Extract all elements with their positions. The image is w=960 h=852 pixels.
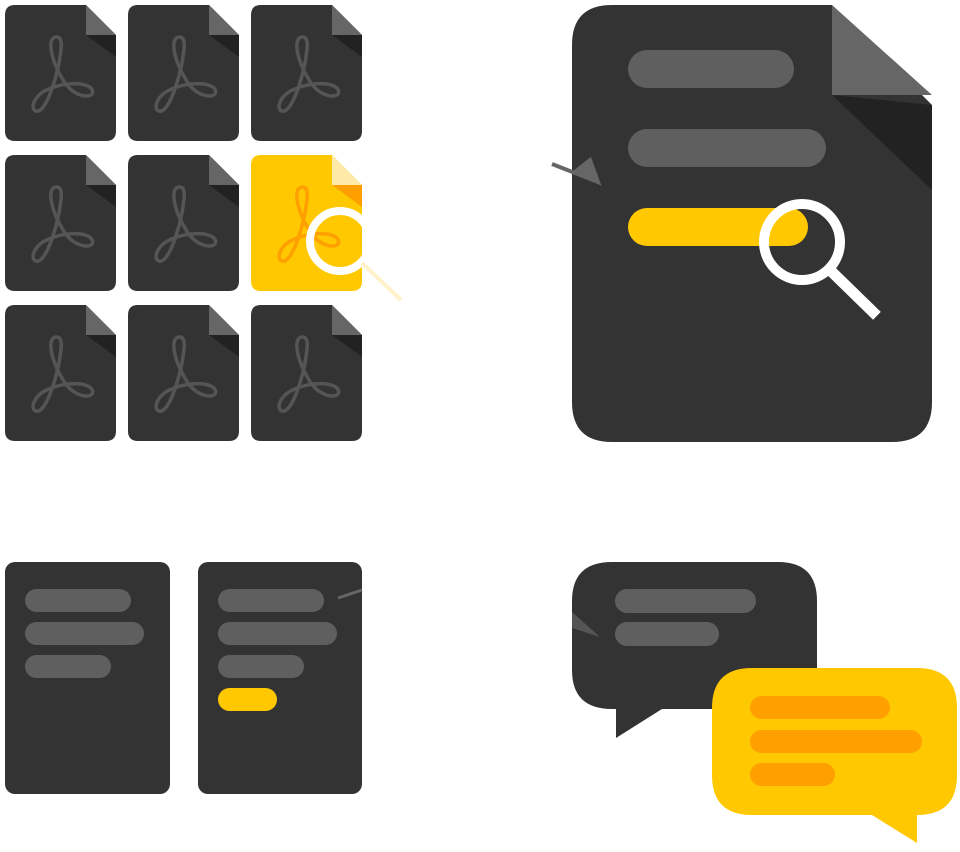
file-fold xyxy=(332,5,362,35)
front-bubble-line-2 xyxy=(750,730,922,753)
file-fold-shadow xyxy=(86,185,116,207)
file-fold-shadow xyxy=(209,185,239,207)
pdf-file-icon xyxy=(277,35,341,113)
pdf-file-icon xyxy=(154,335,218,413)
file-fold xyxy=(86,5,116,35)
pdf-file-icon xyxy=(31,335,95,413)
file-fold xyxy=(86,305,116,335)
file-fold xyxy=(209,305,239,335)
file-fold xyxy=(332,155,362,185)
pdf-file xyxy=(5,155,116,291)
document-line-1 xyxy=(628,50,794,88)
file-fold xyxy=(209,155,239,185)
magnifier-icon xyxy=(759,199,881,320)
right-page-line-highlighted xyxy=(218,688,277,711)
front-bubble-line-1 xyxy=(750,696,890,719)
file-fold-shadow xyxy=(209,335,239,357)
pdf-file-icon xyxy=(31,35,95,113)
pdf-file-highlighted xyxy=(251,155,403,302)
pdf-file-icon xyxy=(154,185,218,263)
file-fold xyxy=(209,5,239,35)
magnifier-icon xyxy=(306,207,403,302)
right-page-line-3 xyxy=(218,655,304,678)
front-bubble xyxy=(712,668,957,843)
pdf-file xyxy=(128,5,239,141)
front-bubble-line-3 xyxy=(750,763,835,786)
back-bubble-line-1 xyxy=(615,589,756,613)
file-fold-shadow xyxy=(332,35,362,57)
file-fold-shadow xyxy=(332,185,362,207)
left-page-line-3 xyxy=(25,655,111,678)
document-fold-shadow xyxy=(832,95,932,190)
pdf-file xyxy=(251,5,362,141)
arrow-icon xyxy=(551,156,602,186)
document-search-icon xyxy=(551,5,932,442)
pdf-file xyxy=(128,305,239,441)
left-page-line-2 xyxy=(25,622,144,645)
document-compare-icon xyxy=(5,562,363,794)
pdf-file-icon xyxy=(154,35,218,113)
chat-bubbles-icon xyxy=(572,562,957,843)
document-fold xyxy=(832,5,932,95)
right-page-line-1 xyxy=(218,589,324,612)
document-line-2 xyxy=(628,129,826,167)
left-page-line-1 xyxy=(25,589,131,612)
pdf-file-icon xyxy=(31,185,95,263)
file-fold-shadow xyxy=(209,35,239,57)
pdf-file-icon xyxy=(277,335,341,413)
file-fold xyxy=(86,155,116,185)
pdf-file xyxy=(251,305,362,441)
pdf-file xyxy=(5,305,116,441)
pdf-file xyxy=(5,5,116,141)
right-page-arrow xyxy=(337,588,363,600)
pdf-file-grid xyxy=(5,5,403,441)
file-fold-shadow xyxy=(86,35,116,57)
back-bubble-arrow xyxy=(572,612,600,637)
right-page-line-2 xyxy=(218,622,337,645)
back-bubble-line-2 xyxy=(615,622,719,646)
pdf-file xyxy=(128,155,239,291)
file-fold-shadow xyxy=(332,335,362,357)
file-fold xyxy=(332,305,362,335)
file-fold-shadow xyxy=(86,335,116,357)
